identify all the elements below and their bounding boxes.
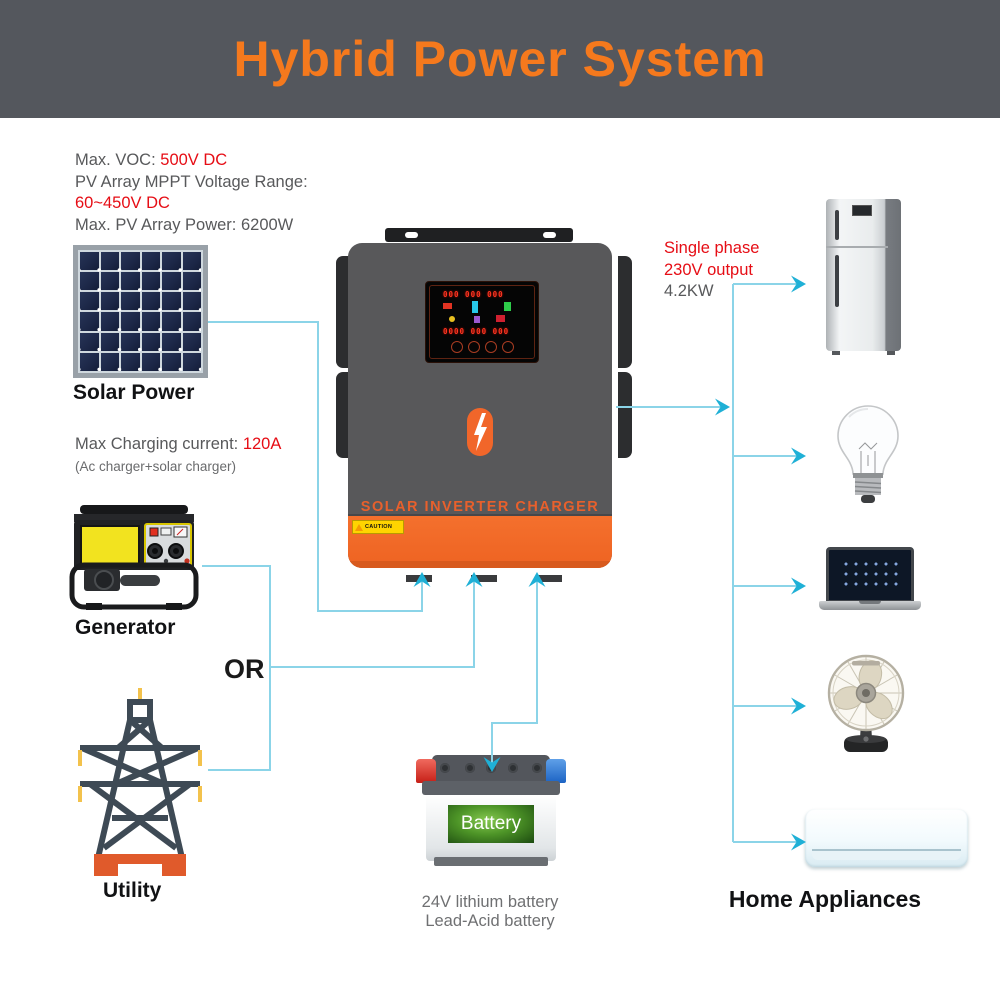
refrigerator-icon <box>826 199 901 355</box>
lightning-bolt-icon <box>467 408 493 456</box>
home-appliances-label: Home Appliances <box>728 886 922 912</box>
output-power: 4.2KW <box>664 282 714 300</box>
solar-cell-joints <box>80 252 201 371</box>
warning-triangle-icon <box>355 523 363 531</box>
battery-caption: 24V lithium battery Lead-Acid battery <box>421 893 559 930</box>
light-bulb-icon <box>837 405 899 503</box>
page-title: Hybrid Power System <box>233 31 767 87</box>
mounting-bracket <box>385 228 573 242</box>
pv-voc-line: Max. VOC: 500V DC <box>75 151 228 169</box>
output-phase: Single phase <box>664 239 760 257</box>
solar-power-label: Solar Power <box>73 381 195 404</box>
charging-line: Max Charging current: 120A <box>75 435 282 453</box>
lcd-readout: 000 000 000 0000 000 000 <box>443 290 511 336</box>
display-buttons <box>426 341 538 353</box>
heatsink-fin <box>618 256 632 368</box>
inverter-body: 000 000 000 0000 000 000 SOLAR INVERTER … <box>348 243 612 568</box>
pv-specs-text: Max. VOC: 500V DC PV Array MPPT Voltage … <box>75 150 308 236</box>
pv-status-icon <box>449 316 455 322</box>
connector-or-to-inverter <box>270 578 475 668</box>
battery-negative-terminal <box>546 759 566 783</box>
pv-mppt-label: PV Array MPPT Voltage Range: <box>75 172 308 191</box>
battery-body: Battery <box>426 795 556 861</box>
grid-status-icon <box>504 302 511 311</box>
output-specs-text: Single phase 230V output 4.2KW <box>664 238 759 303</box>
inverter-status-icon <box>472 301 478 313</box>
battery-icon: Battery <box>414 753 568 875</box>
caution-sticker: CAUTION <box>352 520 404 534</box>
battery-positive-terminal <box>416 759 436 783</box>
pv-power-line: Max. PV Array Power: 6200W <box>75 215 294 234</box>
air-conditioner-icon <box>805 809 968 867</box>
generator-icon <box>69 505 199 610</box>
pv-mppt-value: 60~450V DC <box>75 194 170 212</box>
pv-voc-value: 500V DC <box>160 151 228 169</box>
battery-status-icon <box>443 303 452 309</box>
charging-value: 120A <box>242 435 282 453</box>
laptop-base <box>819 601 921 610</box>
laptop-screen <box>826 547 914 603</box>
inverter-display: 000 000 000 0000 000 000 <box>425 281 539 363</box>
output-voltage: 230V output <box>664 260 753 279</box>
header-banner: Hybrid Power System <box>0 0 1000 118</box>
fault-status-icon <box>496 315 505 322</box>
inverter-name-label: SOLAR INVERTER CHARGER <box>360 499 600 515</box>
laptop-icon <box>819 547 921 615</box>
heatsink-fin <box>618 372 632 458</box>
battery-cap <box>432 755 550 781</box>
solar-panel-icon <box>73 245 208 378</box>
inverter-icon: 000 000 000 0000 000 000 SOLAR INVERTER … <box>336 226 632 582</box>
or-label: OR <box>224 654 265 684</box>
utility-label: Utility <box>103 879 162 902</box>
load-status-icon <box>474 316 480 323</box>
charging-current-text: Max Charging current: 120A (Ac charger+s… <box>75 434 281 477</box>
battery-label-plate: Battery <box>448 805 534 843</box>
charging-note: (Ac charger+solar charger) <box>75 458 236 474</box>
connector-inverter-battery <box>491 580 538 766</box>
table-fan-icon <box>827 654 905 752</box>
generator-label: Generator <box>75 616 176 639</box>
utility-tower-icon <box>78 688 202 876</box>
